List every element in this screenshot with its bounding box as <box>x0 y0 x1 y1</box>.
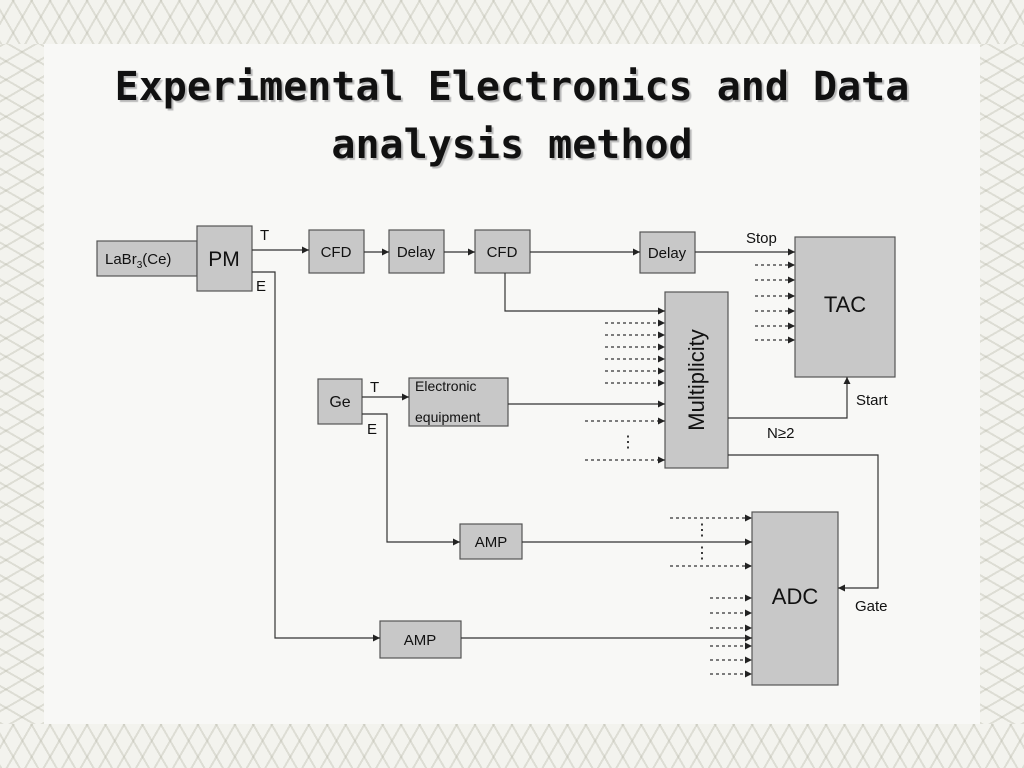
electronic-label-line-2: equipment <box>415 409 480 425</box>
adc-label: ADC <box>772 584 819 609</box>
tac-block: TAC <box>794 236 896 378</box>
pm-block: PM <box>196 225 253 292</box>
ge-detector-block: Ge <box>317 378 363 425</box>
slide-title-line-1: Experimental Electronics and Data <box>114 64 910 110</box>
labr-detector-block: LaBr3(Ce) <box>96 240 198 277</box>
slide-title: Experimental Electronics and Data analys… <box>60 58 964 174</box>
ge-energy-label: E <box>367 421 377 438</box>
amp-block-2: AMP <box>379 620 462 659</box>
pm-energy-to-amp-arrow <box>252 271 380 642</box>
decorative-border-right <box>980 44 1024 724</box>
multiplicity-to-adc-gate-arrow <box>728 454 879 592</box>
labr-label-tail: (Ce) <box>142 251 171 268</box>
cfd-label-2: CFD <box>487 244 518 261</box>
labr-subscript: 3 <box>137 260 143 271</box>
adc-block: ADC <box>751 511 839 686</box>
amp-label-1: AMP <box>475 534 508 551</box>
electronic-equipment-block: Electronic equipment <box>408 377 509 427</box>
tac-label: TAC <box>824 292 866 317</box>
pm-energy-label: E <box>256 278 266 295</box>
adc-gate-label: Gate <box>855 598 888 615</box>
pm-label: PM <box>208 248 240 271</box>
multiplicity-ellipsis: ⋮ <box>620 434 636 451</box>
decorative-border-left <box>0 44 44 724</box>
amp-label-2: AMP <box>404 632 437 649</box>
svg-text:LaBr3(Ce): LaBr3(Ce) <box>105 251 171 271</box>
decorative-border-bottom <box>0 724 1024 768</box>
slide-title-line-2: analysis method <box>331 122 693 168</box>
multiplicity-dashed-inputs <box>585 319 665 464</box>
cfd-block-1: CFD <box>308 229 365 274</box>
multiplicity-to-tac-start-arrow <box>728 377 851 419</box>
ge-label: Ge <box>329 394 350 411</box>
labr-label: LaBr <box>105 251 137 268</box>
cfd-block-2: CFD <box>474 229 531 274</box>
adc-dashed-inputs <box>670 514 752 678</box>
multiplicity-label: Multiplicity <box>684 329 709 430</box>
multiplicity-condition-label: N≥2 <box>767 425 794 442</box>
cfd-label-1: CFD <box>321 244 352 261</box>
delay-block-2: Delay <box>639 231 696 274</box>
tac-dashed-inputs <box>755 261 795 344</box>
adc-ellipsis-2: ⋮ <box>694 545 710 562</box>
electronic-label-line-1: Electronic <box>415 378 476 394</box>
ge-time-label: T <box>370 379 379 396</box>
decorative-border-top <box>0 0 1024 44</box>
delay-block-1: Delay <box>388 229 445 274</box>
delay-label-2: Delay <box>648 245 687 262</box>
ge-energy-to-amp-arrow <box>362 413 460 546</box>
tac-start-label: Start <box>856 392 889 409</box>
pm-time-label: T <box>260 227 269 244</box>
tac-stop-label: Stop <box>746 230 777 247</box>
amp-block-1: AMP <box>459 523 523 560</box>
diagram-labels: T E T E Stop Start Gate N≥2 ⋮ ⋮ ⋮ <box>256 227 889 615</box>
adc-ellipsis-1: ⋮ <box>694 522 710 539</box>
signal-lines <box>252 246 879 642</box>
multiplicity-block: Multiplicity <box>664 291 729 469</box>
delay-label-1: Delay <box>397 244 436 261</box>
cfd-to-multiplicity-arrow <box>504 273 665 315</box>
